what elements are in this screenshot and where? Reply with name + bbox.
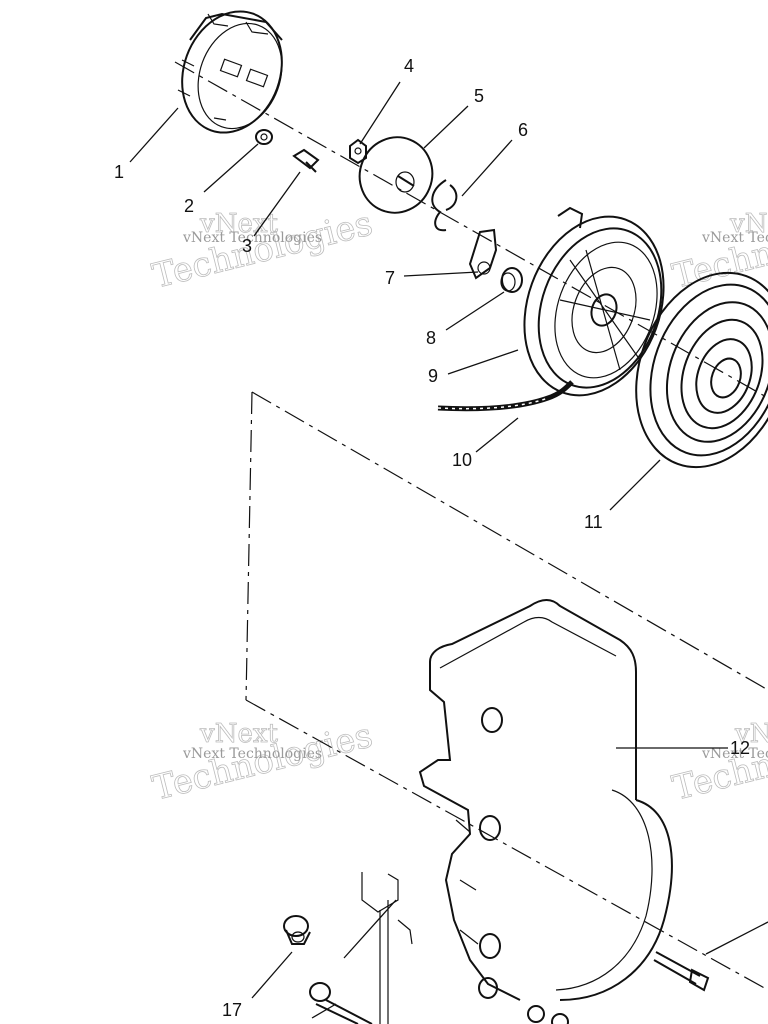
housing-bolt — [653, 951, 710, 992]
watermark-line-1-mid: vNext — [199, 719, 278, 749]
callout-1: 1 — [114, 162, 124, 182]
part-5-friction-plate — [358, 136, 434, 214]
part-9-reel — [523, 206, 665, 397]
watermark-group-mid-left: vNext Technologies vNext Technologies — [148, 715, 377, 809]
lower-bracket — [361, 872, 413, 1024]
watermark-line-1-mid-right: vNext — [734, 719, 768, 749]
callout-9: 9 — [428, 366, 438, 386]
watermark-small-mid-right: vNext Technologies — [701, 746, 768, 762]
part-3-screw — [292, 148, 320, 173]
part-1-starter-cup — [177, 10, 283, 134]
leader-lines — [129, 81, 768, 1019]
callout-4: 4 — [404, 56, 414, 76]
part-7-ratchet-pawl — [468, 228, 498, 280]
callout-17: 17 — [222, 1000, 242, 1020]
callout-12: 12 — [730, 738, 750, 758]
callout-labels: 1 2 3 4 5 6 7 8 9 10 11 12 17 — [114, 56, 750, 1020]
part-17-cap-nut — [283, 915, 311, 945]
callout-6: 6 — [518, 120, 528, 140]
watermark-group-mid-right: vNext Technologies vNext Technologies — [668, 715, 768, 809]
part-10-starter-rope — [437, 380, 574, 412]
part-2-washer — [255, 129, 273, 145]
watermark-group-top-right: vNext Technologies vNext Technologies — [668, 203, 768, 297]
callout-8: 8 — [426, 328, 436, 348]
bottom-washers — [527, 1005, 569, 1024]
watermark-line-1: vNext — [199, 209, 278, 239]
callout-3: 3 — [242, 236, 252, 256]
part-4-nut — [349, 138, 367, 165]
callout-10: 10 — [452, 450, 472, 470]
callout-2: 2 — [184, 196, 194, 216]
watermark-small-right: vNext Technologies — [701, 230, 768, 246]
lower-bolt — [309, 982, 373, 1024]
callout-7: 7 — [385, 268, 395, 288]
watermark-group-top-left: vNext Technologies vNext Technologies — [148, 203, 377, 297]
part-8-spring — [500, 267, 523, 293]
watermark-small: vNext Technologies — [182, 230, 322, 246]
watermark-small-mid: vNext Technologies — [182, 746, 322, 762]
part-6-spring-clip — [431, 179, 458, 232]
part-12-starter-housing — [418, 599, 673, 1001]
part-11-recoil-spring — [635, 271, 768, 469]
callout-11: 11 — [584, 512, 603, 532]
callout-5: 5 — [474, 86, 484, 106]
watermark-line-1-right: vNext — [729, 209, 768, 239]
mounting-plane-outline — [245, 391, 768, 991]
